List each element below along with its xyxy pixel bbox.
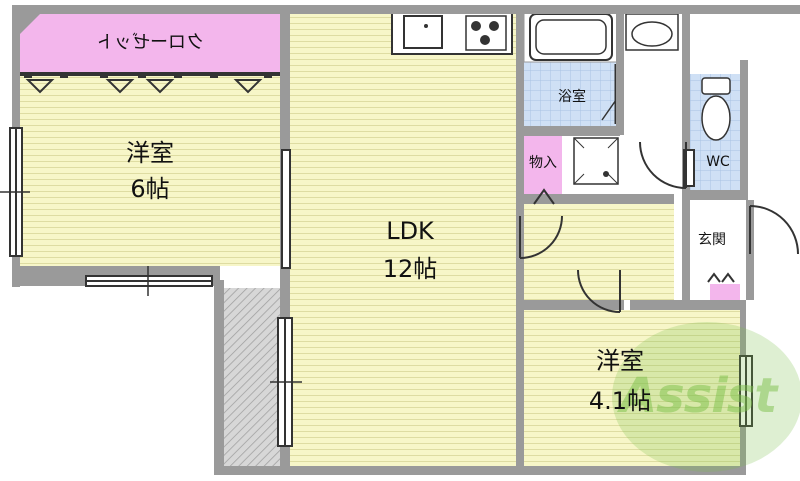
storage-label: 物入 (529, 155, 557, 171)
toilet-icon (701, 77, 731, 141)
washing-machine-pan (573, 137, 619, 185)
closet (20, 14, 280, 72)
room-western-6-name: 洋室 (126, 139, 174, 167)
doors (519, 141, 799, 313)
room-ldk-name: LDK (386, 217, 434, 245)
bath-floor (524, 62, 616, 126)
closet-door-marks (24, 72, 272, 94)
closet-label: クローゼット (96, 32, 204, 53)
room-western-4-floor (524, 310, 742, 470)
bath-label: 浴室 (558, 89, 586, 105)
stove-icon (465, 15, 507, 51)
shoe-box (710, 284, 740, 302)
sink (403, 15, 443, 49)
hallway-floor (524, 204, 674, 300)
watermark-logo: Assist (612, 322, 800, 472)
room-western-4-size: 4.1帖 (588, 387, 652, 415)
closet-corner (20, 14, 40, 34)
entrance-floor (686, 200, 740, 300)
balcony (222, 288, 280, 470)
closet-label-box: クローゼット (20, 28, 280, 54)
washbasin-icon (625, 13, 679, 51)
room-ldk-size: 12帖 (382, 255, 438, 283)
room-ldk-floor (290, 14, 516, 470)
shoe-icon (707, 272, 735, 283)
wc-label: WC (706, 154, 730, 170)
storage-floor (524, 136, 562, 194)
watermark-text: Assist (620, 368, 777, 424)
entrance-label: 玄関 (698, 232, 726, 248)
window-cross-marks (0, 191, 302, 383)
room-western-6-size: 6帖 (130, 175, 170, 203)
room-western-4-name: 洋室 (596, 347, 644, 375)
